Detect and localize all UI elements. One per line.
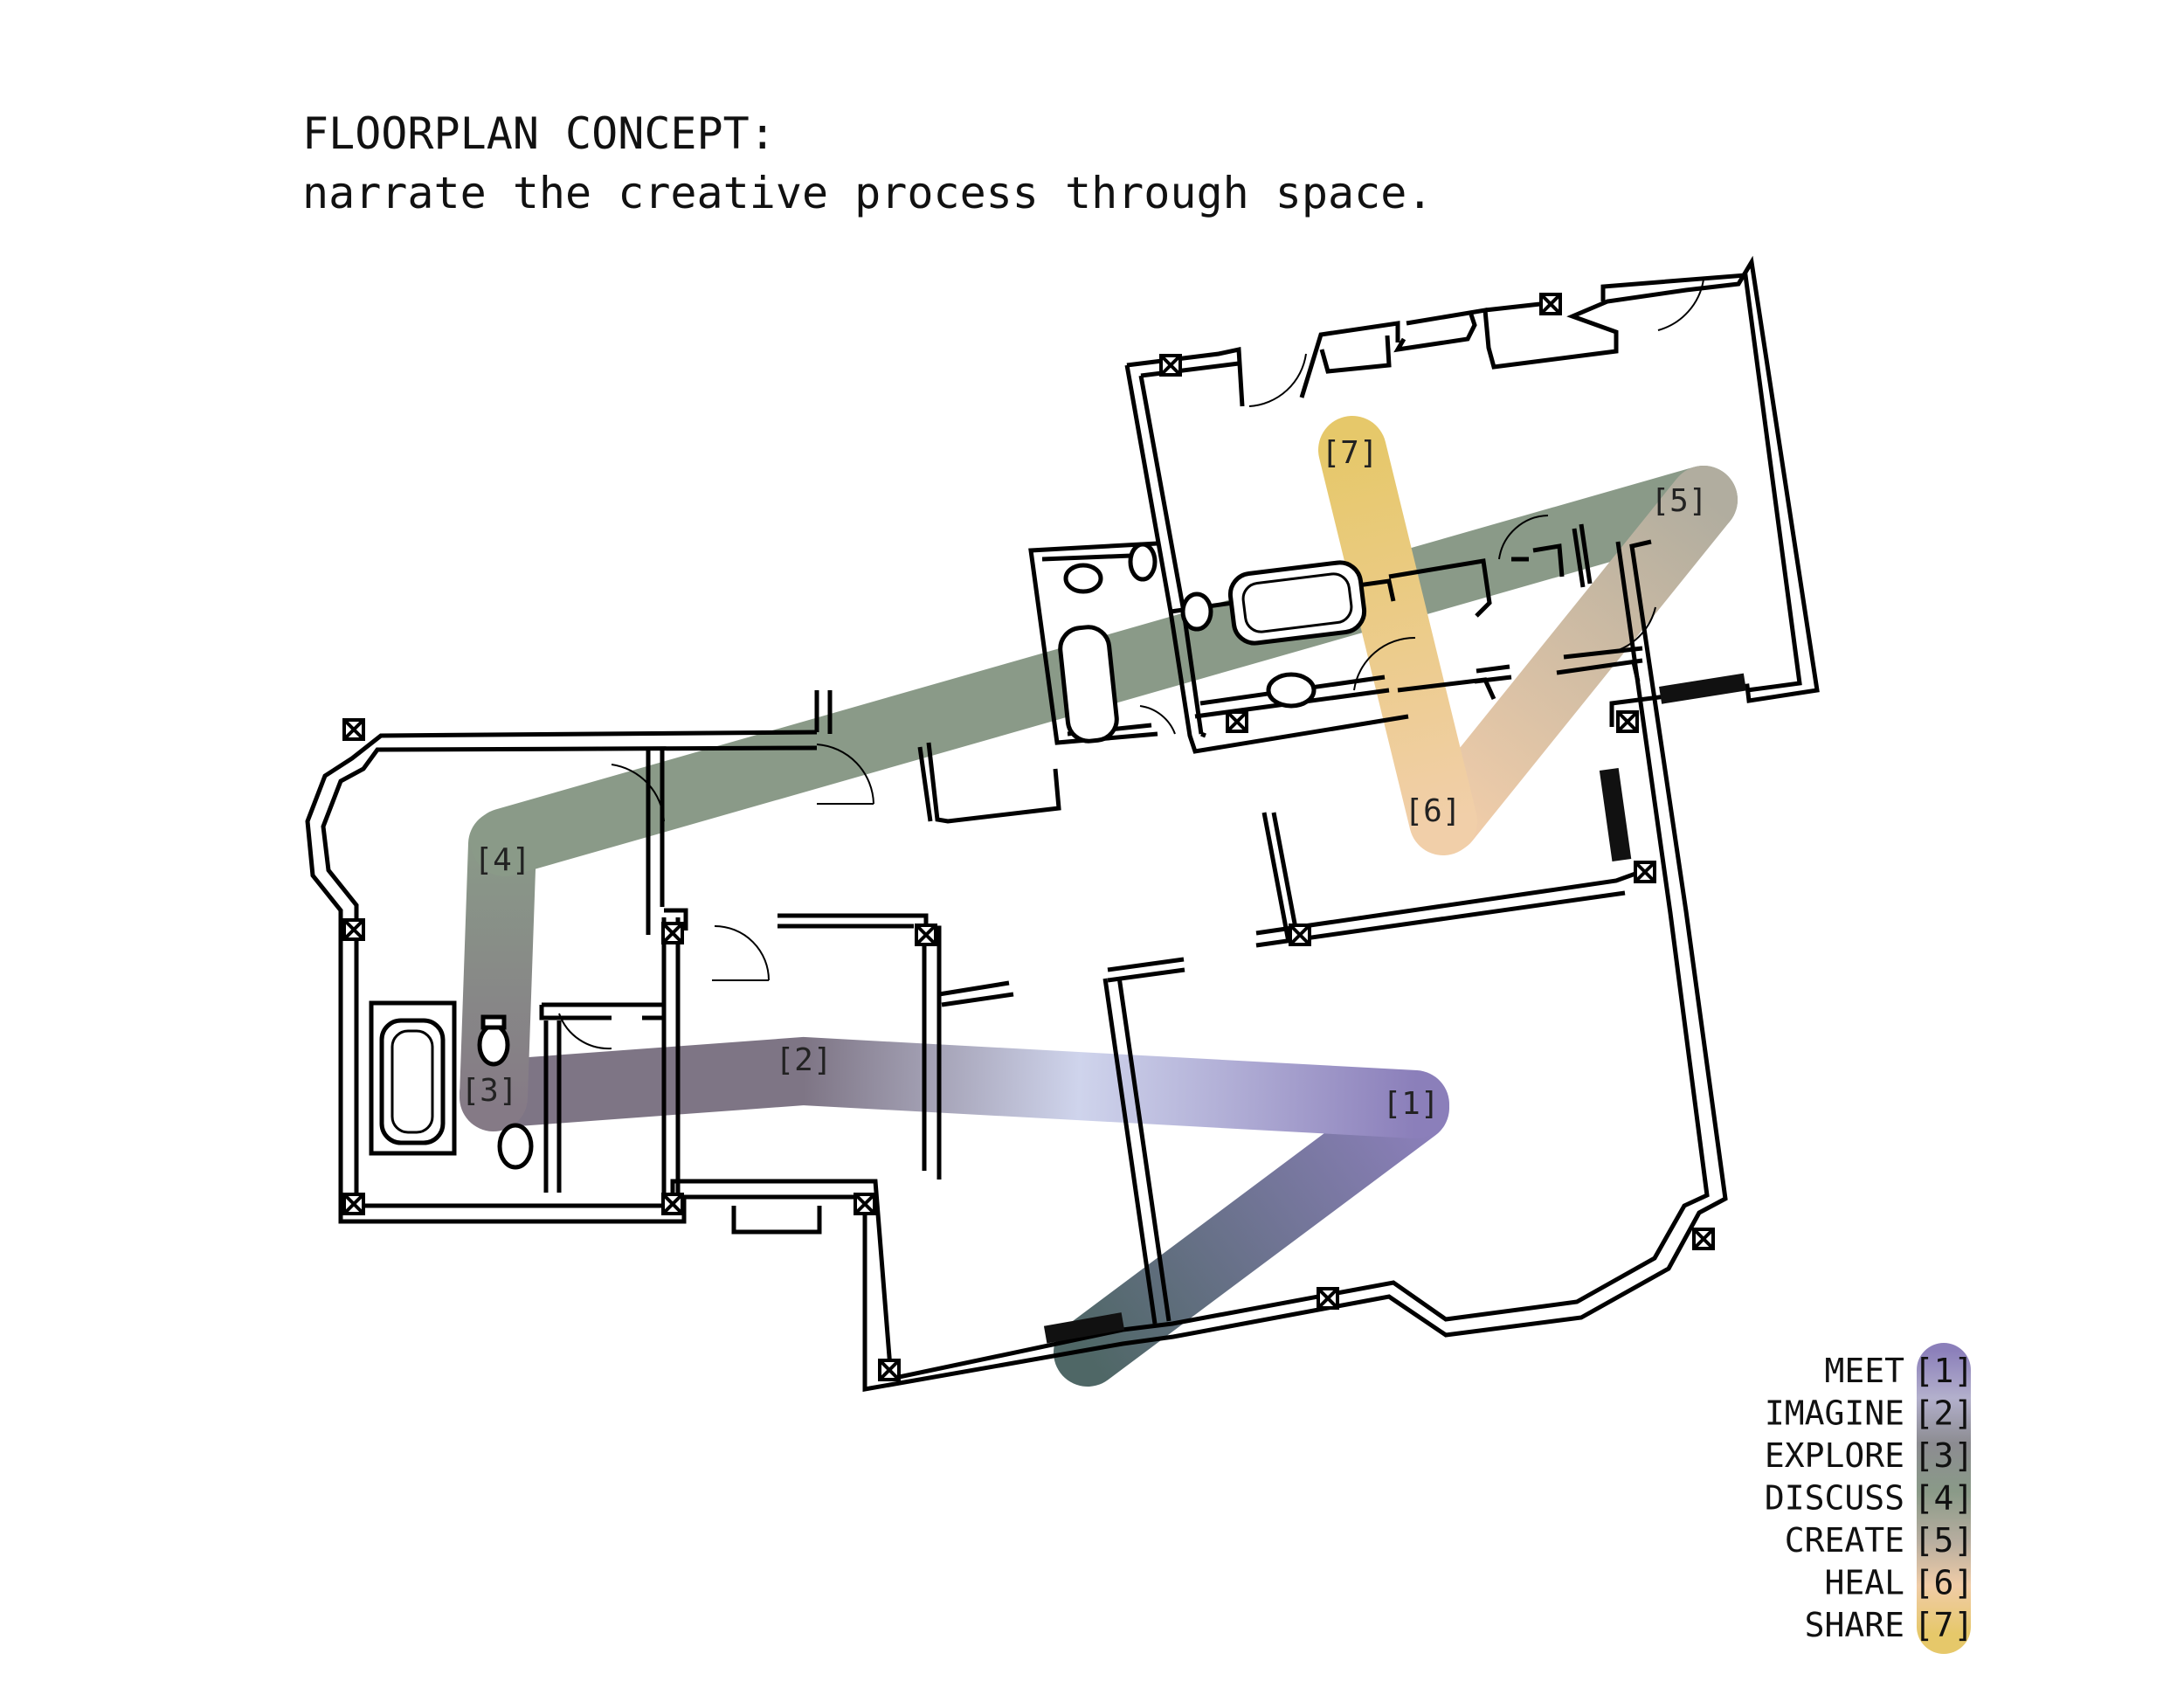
column-icon (1289, 924, 1311, 946)
route-marker-4: [4] (473, 842, 530, 878)
legend-tag-1: [1] (1914, 1352, 1974, 1390)
east-wing-inner-wall (1140, 273, 1802, 693)
route-marker-2: [2] (775, 1042, 832, 1078)
column-icon (878, 1359, 901, 1381)
sink-annex (1128, 542, 1158, 582)
column-icon (1616, 710, 1639, 733)
route-segment-6-7 (1318, 416, 1477, 855)
column-icon (342, 918, 365, 941)
legend-tag-2: [2] (1914, 1394, 1974, 1433)
column-icon (1539, 293, 1562, 315)
west-wing-outer-wall (305, 539, 1728, 1392)
legend-tag-4: [4] (1914, 1479, 1974, 1518)
legend-tag-3: [3] (1914, 1436, 1974, 1475)
legend-label-create: CREATE (1785, 1521, 1904, 1560)
route-segment-1-2-3 (460, 1036, 1449, 1138)
legend-label-heal: HEAL (1824, 1564, 1904, 1602)
bathtub-annex (1058, 625, 1119, 744)
column-icon (1692, 1228, 1715, 1250)
column-icon (915, 924, 937, 946)
toilet-north (1180, 591, 1213, 632)
legend-label-explore: EXPLORE (1765, 1436, 1904, 1475)
page-title: FLOORPLAN CONCEPT: (302, 108, 776, 159)
route-segment-5-6 (1412, 466, 1738, 854)
route-marker-5: [5] (1650, 483, 1707, 519)
toilet-west (477, 1023, 510, 1067)
toilet-annex (1063, 563, 1103, 594)
legend-label-imagine: IMAGINE (1765, 1394, 1904, 1433)
legend-tag-6: [6] (1914, 1564, 1974, 1602)
route-labels: [1] [2] [3] [4] [5] [6] [7] (460, 435, 1707, 1122)
west-wing-inner-wall (321, 541, 1710, 1382)
legend: MEET [1] IMAGINE [2] EXPLORE [3] DISCUSS [4] CRE… (1765, 1343, 1974, 1654)
route-marker-6: [6] (1404, 793, 1461, 829)
legend-label-share: SHARE (1805, 1606, 1904, 1644)
column-icon (854, 1193, 876, 1215)
legend-label-meet: MEET (1824, 1352, 1904, 1390)
column-icon (1226, 710, 1248, 733)
route-marker-3: [3] (460, 1073, 517, 1109)
route-marker-7: [7] (1321, 435, 1378, 471)
column-icon (661, 1193, 684, 1215)
page-subtitle: narrate the creative process through spa… (302, 168, 1434, 218)
sink-north (1266, 672, 1317, 709)
legend-tag-5: [5] (1914, 1521, 1974, 1560)
column-icon (1159, 354, 1182, 377)
legend-label-discuss: DISCUSS (1765, 1479, 1904, 1518)
column-icon (342, 1193, 365, 1215)
column-icon (661, 922, 684, 944)
route-marker-1: [1] (1382, 1086, 1439, 1122)
radiators (1043, 673, 1746, 1344)
column-icon (1317, 1287, 1339, 1310)
floorplan-walls (305, 255, 1820, 1392)
route-segment-start-1 (1054, 1074, 1449, 1387)
column-icon (1634, 861, 1656, 883)
sink-west (497, 1123, 534, 1170)
column-icon (342, 718, 365, 741)
fixtures (379, 542, 1367, 1170)
legend-tag-7: [7] (1914, 1606, 1974, 1644)
structural-columns (342, 293, 1715, 1381)
